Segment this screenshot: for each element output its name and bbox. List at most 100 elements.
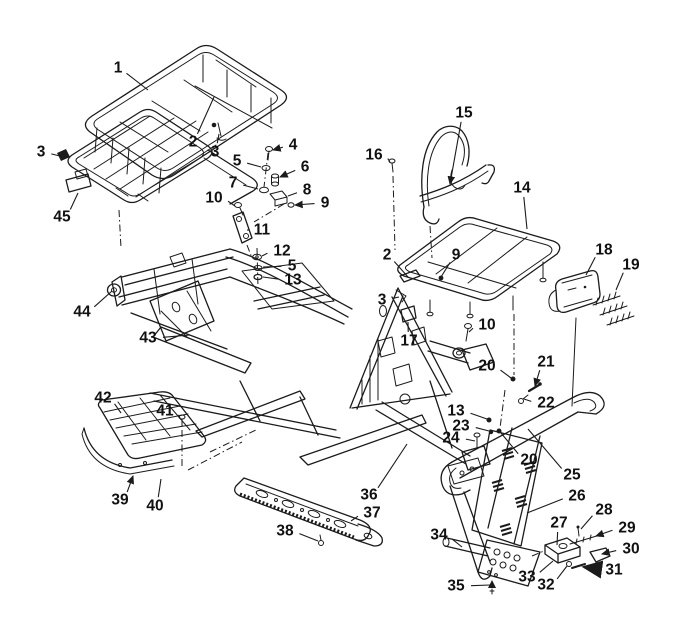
callout-1: 1 [114,60,123,77]
leader-line-44 [93,290,113,308]
leader-line-14 [523,196,528,230]
callout-5: 5 [233,153,242,170]
callout-10: 10 [205,190,222,207]
callout-28: 28 [595,502,613,519]
rear-rack [57,44,288,249]
callout-3: 3 [378,292,387,309]
leader-line-33 [539,560,554,573]
callout-39: 39 [111,492,129,509]
bracket [232,211,253,244]
leader-line-19 [615,272,624,291]
leader-line-10 [227,200,236,207]
leader-line-5 [262,265,282,268]
leader-line-13 [470,412,488,420]
leader-line-37 [350,515,359,522]
leader-line-1 [126,72,149,91]
callout-37: 37 [363,505,380,522]
callout-27: 27 [550,515,567,532]
callout-40: 40 [146,498,163,515]
leader-line-10 [468,327,474,333]
leader-line-18 [585,257,596,276]
callout-20: 20 [478,358,495,375]
leader-line-12 [261,252,268,257]
leader-line-35 [470,584,491,587]
leader-line-21 [533,370,541,388]
leader-line-36 [377,443,408,489]
callout-31: 31 [605,562,623,579]
leader-line-3 [51,153,61,157]
leader-line-13 [262,276,279,280]
callout-29: 29 [618,520,636,537]
callout-5: 5 [288,258,297,275]
callout-20: 20 [520,452,537,469]
leader-line-3 [392,296,400,299]
leader-line-26 [526,498,563,514]
callout-3: 3 [211,144,220,161]
leader-line-43 [162,334,191,338]
callout-42: 42 [94,390,111,407]
leader-line-3 [216,133,220,144]
callout-35: 35 [447,578,465,595]
leader-line-23 [475,427,490,432]
leader-line-7 [243,184,259,190]
leader-line-16 [387,158,391,163]
leader-line-9 [293,200,315,209]
bumper-screen [471,429,543,547]
callout-36: 36 [360,487,378,504]
callout-22: 22 [537,395,554,412]
callout-12: 12 [273,243,290,260]
leader-line-22 [523,398,532,402]
callout-4: 4 [289,137,298,154]
hitch-bracket [531,525,611,569]
leader-line-20 [500,369,512,379]
leader-line-30 [600,548,617,556]
callout-33: 33 [518,569,536,586]
skid-strips [234,477,383,547]
callout-44: 44 [73,304,91,321]
leader-line-28 [580,515,593,530]
leader-line-27 [556,531,559,546]
front-bumper [440,391,611,595]
callout-9: 9 [321,195,330,212]
spring-set [592,291,635,326]
leader-line-8 [287,192,298,197]
callout-18: 18 [595,242,613,259]
leader-line-29 [594,529,613,538]
callout-13: 13 [284,272,302,289]
callout-41: 41 [156,403,174,420]
callout-23: 23 [452,418,470,435]
leader-line-2 [196,96,215,135]
callout-25: 25 [563,467,581,484]
callout-19: 19 [622,257,640,274]
leader-line-15 [447,121,462,186]
leader-line-42 [114,403,122,414]
leader-line-6 [278,169,296,178]
callout-2: 2 [189,134,198,151]
leader-line-39 [126,474,134,493]
leader-line-45 [69,192,79,210]
leader-line-24 [465,438,476,442]
main-frame [106,248,542,485]
leader-line-40 [157,478,162,498]
callout-14: 14 [513,180,531,197]
leader-line-25 [527,428,563,469]
callout-2: 2 [383,247,392,264]
callout-6: 6 [301,159,310,176]
callout-38: 38 [276,523,294,540]
leader-line-41 [178,414,181,419]
leader-line-20 [500,432,519,455]
callout-34: 34 [430,527,448,544]
backrest [388,125,496,259]
mount-tab [57,149,70,161]
leader-line-34 [451,538,463,548]
leader-line-32 [556,565,568,580]
front-rack [395,216,561,429]
reflector-tag [65,168,92,193]
leader-line-5 [247,162,262,168]
callout-45: 45 [53,209,71,226]
callout-13: 13 [447,403,465,420]
mesh-patch [491,447,537,536]
leader-line-4 [271,144,283,152]
